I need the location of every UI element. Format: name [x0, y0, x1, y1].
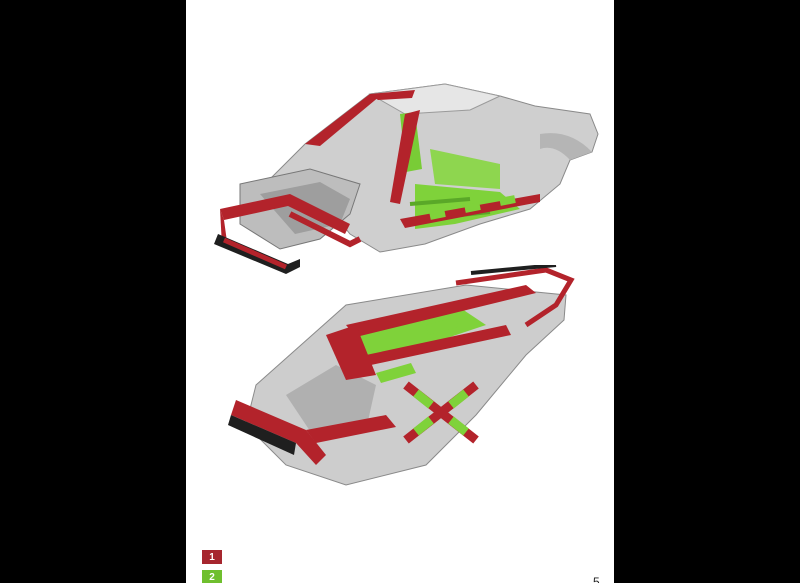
legend-label-2: 2	[209, 571, 215, 583]
brochure-page: 1 2 5	[186, 0, 614, 583]
legend-label-1: 1	[209, 551, 215, 563]
page-number: 5	[593, 575, 600, 583]
body-in-white-underside-illustration	[228, 265, 575, 486]
legend-swatch-2: 2	[202, 570, 222, 583]
legend-swatch-1: 1	[202, 550, 222, 564]
body-in-white-top-illustration	[214, 83, 599, 274]
